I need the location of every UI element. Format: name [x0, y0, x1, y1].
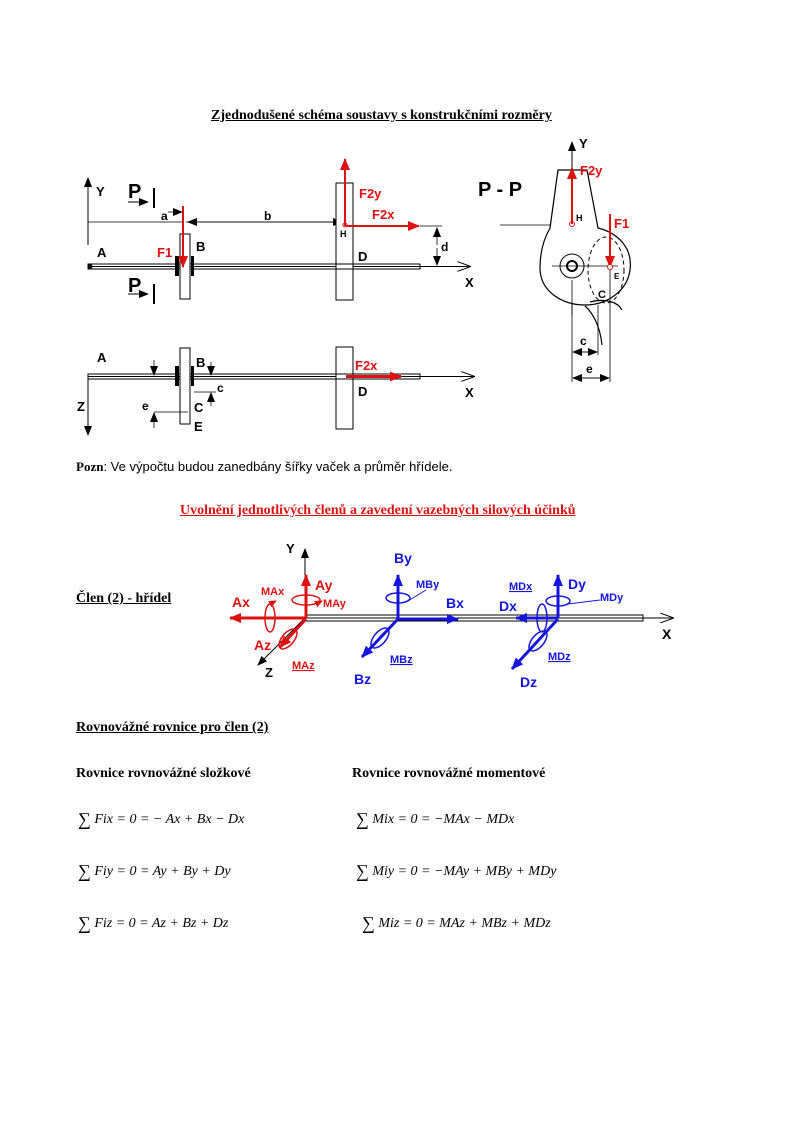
note: Pozn: Ve výpočtu budou zanedbány šířky v…	[76, 459, 453, 475]
bottom-label-e: E	[194, 419, 203, 434]
force-f2y-label: F2y	[359, 186, 382, 201]
axis-x-label: X	[465, 275, 474, 290]
section-mark-bottom: P	[128, 275, 141, 297]
moment-may-label: MAy	[323, 598, 347, 610]
dim-d-label: d	[441, 240, 448, 254]
equation-fx-text: Fix = 0 = − Ax + Bx − Dx	[94, 812, 245, 827]
cam-outline	[539, 169, 631, 306]
top-view: Y A X B F1 P P a b D H	[84, 158, 474, 304]
point-b-reactions: By MBy Bx Bz MBz	[354, 550, 464, 687]
bottom-f2x-label: F2x	[355, 358, 378, 373]
bottom-label-b: B	[196, 355, 205, 370]
force-f1-label: F1	[157, 245, 172, 260]
point-a	[87, 264, 93, 269]
section-label-e: E	[614, 272, 620, 281]
equation-mx: ∑ Mix = 0 = −MAx − MDx	[356, 809, 514, 830]
section-mark-top: P	[128, 181, 141, 203]
bottom-label-c: C	[194, 400, 204, 415]
label-h: H	[340, 229, 347, 239]
label-a: A	[97, 245, 107, 260]
bottom-dim-c-label: c	[217, 381, 224, 395]
sigma-symbol: ∑	[78, 913, 91, 933]
bottom-dim-e-label: e	[142, 399, 149, 413]
free-body-diagram: X Y Z Ax MAx Ay MAy Az MAz By MBy Bx Bz …	[229, 541, 685, 690]
force-dz-label: Dz	[520, 674, 537, 690]
bottom-axis-x-label: X	[465, 385, 474, 400]
moment-mdz-label: MDz	[548, 651, 571, 663]
section-dim-e-label: e	[586, 362, 593, 376]
bottom-label-d: D	[358, 384, 367, 399]
moment-mby-label: MBy	[416, 579, 440, 591]
section-dim-c-label: c	[580, 334, 587, 348]
section-label-c: C	[598, 289, 606, 301]
equation-my: ∑ Miy = 0 = −MAy + MBy + MDy	[356, 861, 556, 882]
equation-fz: ∑ Fiz = 0 = Az + Bz + Dz	[78, 913, 228, 934]
equation-mx-text: Mix = 0 = −MAx − MDx	[372, 812, 515, 827]
schematic-title: Zjednodušené schéma soustavy s konstrukč…	[211, 108, 552, 123]
force-ay-label: Ay	[315, 577, 333, 593]
sigma-symbol: ∑	[356, 809, 369, 829]
sigma-symbol: ∑	[356, 861, 369, 881]
bottom-label-a: A	[97, 350, 107, 365]
sigma-symbol: ∑	[78, 861, 91, 881]
force-bz-label: Bz	[354, 671, 371, 687]
section-f2y-label: F2y	[580, 163, 603, 178]
fbd-axis-y-label: Y	[286, 541, 295, 556]
sigma-symbol: ∑	[78, 809, 91, 829]
equation-fy: ∑ Fiy = 0 = Ay + By + Dy	[78, 861, 231, 882]
moment-equations-header: Rovnice rovnovážné momentové	[352, 766, 546, 781]
section-view: P - P Y F2y H F1 E C c e	[478, 136, 631, 382]
equation-mz-text: Miz = 0 = MAz + MBz + MDz	[378, 916, 551, 931]
release-title: Uvolnění jednotlivých členů a zavedení v…	[180, 503, 576, 518]
dim-b-label: b	[264, 209, 271, 223]
force-f2x-label: F2x	[372, 207, 395, 222]
force-dx-label: Dx	[499, 598, 517, 614]
fbd-axis-z-label: Z	[265, 665, 273, 680]
label-b: B	[196, 239, 205, 254]
note-label: Pozn	[76, 459, 104, 474]
moment-maz-label: MAz	[292, 660, 315, 672]
cam-b	[179, 233, 191, 300]
equation-my-text: Miy = 0 = −MAy + MBy + MDy	[372, 864, 557, 879]
dim-a-label: a	[161, 209, 168, 223]
section-axis-y-label: Y	[579, 136, 588, 151]
axis-z-label: Z	[77, 399, 85, 414]
gear-hidden-outline	[587, 236, 625, 304]
equation-fy-text: Fiy = 0 = Ay + By + Dy	[94, 864, 231, 879]
member-label: Člen (2) - hřídel	[76, 591, 172, 606]
force-ax-label: Ax	[232, 594, 250, 610]
equation-mz: ∑ Miz = 0 = MAz + MBz + MDz	[362, 913, 551, 934]
moment-mbz-label: MBz	[390, 654, 413, 666]
shaft-schematic-figure: Y A X B F1 P P a b D H	[77, 136, 631, 436]
section-title: P - P	[478, 179, 522, 201]
section-f1-label: F1	[614, 216, 629, 231]
moment-mdy-label: MDy	[600, 592, 624, 604]
force-bx-label: Bx	[446, 595, 464, 611]
axis-y-label: Y	[96, 184, 105, 199]
fbd-axis-x-label: X	[662, 626, 672, 642]
bottom-view: Z A X B C E e c D F2x	[77, 346, 474, 436]
force-equations-header: Rovnice rovnovážné složkové	[76, 766, 251, 781]
force-az-label: Az	[254, 637, 271, 653]
moment-max-label: MAx	[261, 586, 285, 598]
note-text: : Ve výpočtu budou zanedbány šířky vaček…	[103, 459, 453, 474]
label-d: D	[358, 249, 367, 264]
section-label-h: H	[576, 213, 583, 223]
force-by-label: By	[394, 550, 412, 566]
point-a-reactions: Ax MAx Ay MAy Az MAz	[229, 574, 347, 672]
equation-fx: ∑ Fix = 0 = − Ax + Bx − Dx	[78, 809, 244, 830]
sigma-symbol: ∑	[362, 913, 375, 933]
equilibrium-title: Rovnovážné rovnice pro člen (2)	[76, 720, 269, 735]
moment-mdx-label: MDx	[509, 581, 533, 593]
point-d-reactions: Dx MDx Dy MDy Dz MDz	[499, 574, 624, 690]
equation-fz-text: Fiz = 0 = Az + Bz + Dz	[94, 916, 229, 931]
force-dy-label: Dy	[568, 576, 586, 592]
